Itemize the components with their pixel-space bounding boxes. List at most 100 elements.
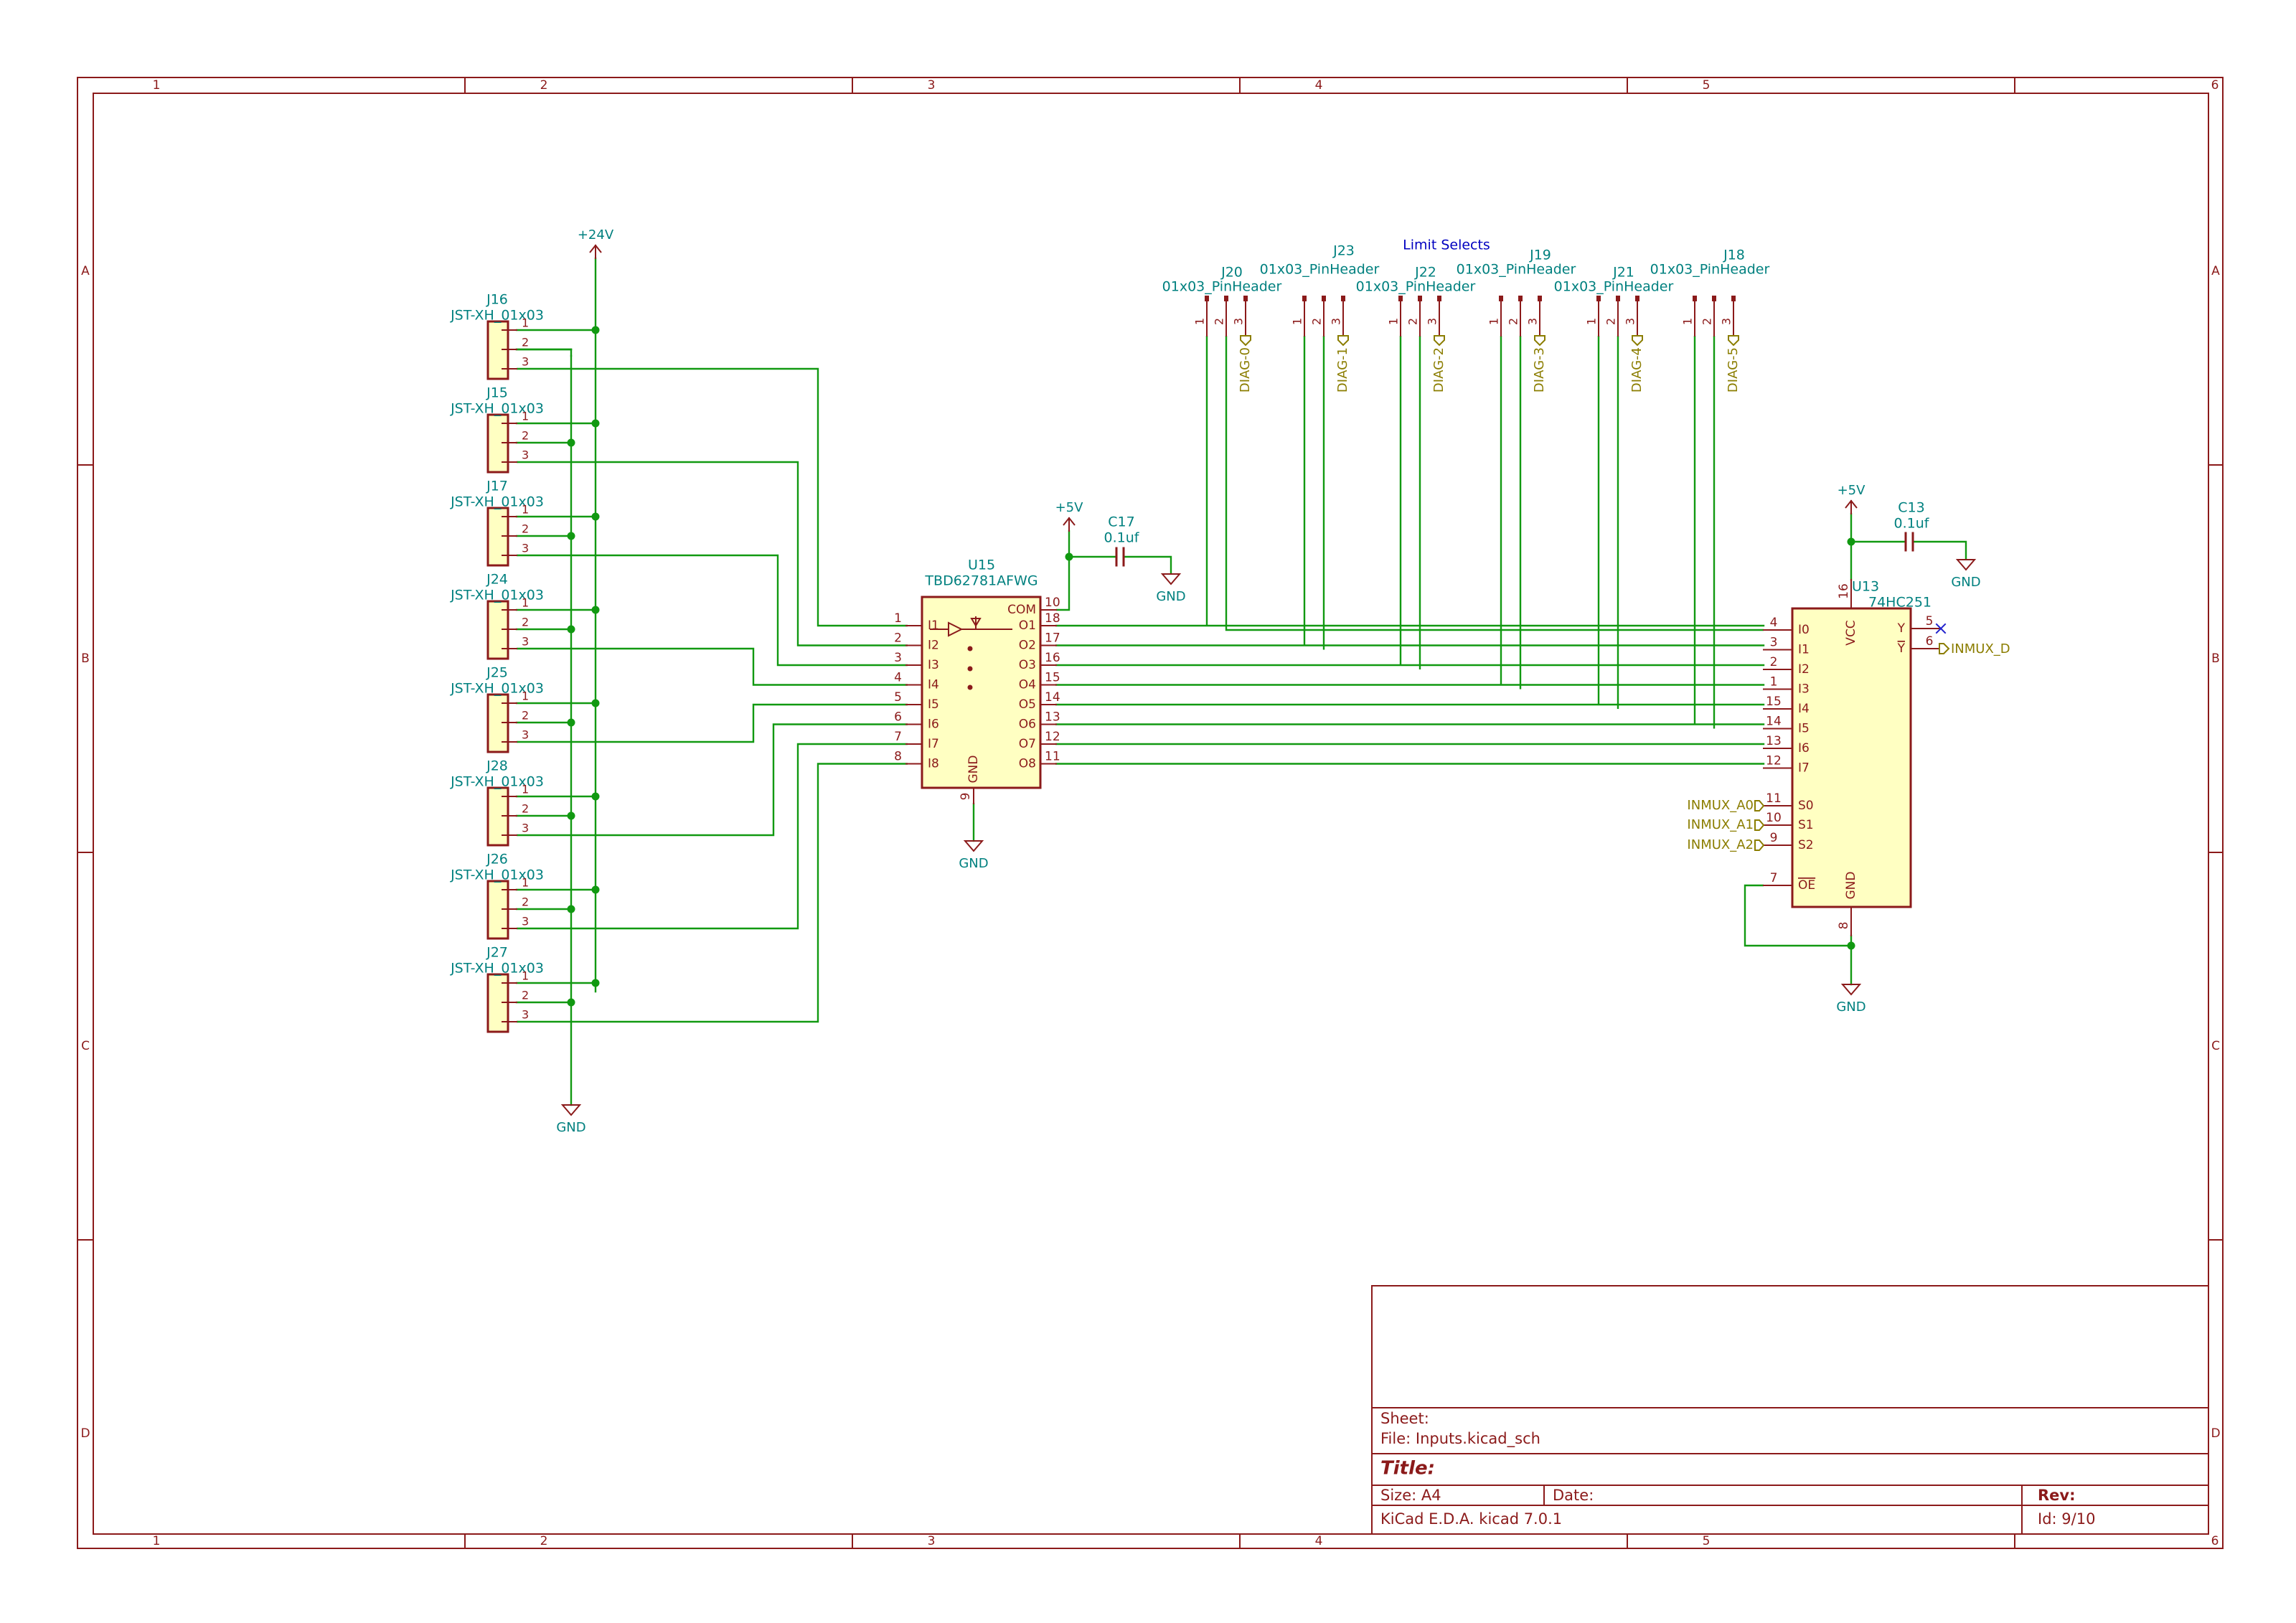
jst-pin-number: 2	[522, 709, 529, 723]
hier-label: INMUX_A2	[1687, 837, 1754, 852]
header-pin-marker	[1635, 296, 1639, 301]
header-pin-marker	[1341, 296, 1345, 301]
junction-dot	[567, 812, 575, 820]
header-pin-number: 2	[1507, 318, 1520, 325]
title-block: Sheet:File: Inputs.kicad_schTitle:Size: …	[1371, 1285, 2209, 1535]
power-arrow	[1845, 499, 1858, 509]
jst-ref: J17	[486, 479, 508, 494]
u13-pin-number: 5	[1926, 614, 1934, 629]
u13-pin-number: 4	[1770, 616, 1778, 630]
pin-header-value: 01x03_PinHeader	[1457, 262, 1576, 278]
jst-pin-number: 2	[522, 802, 529, 816]
jst-pin-number: 1	[522, 596, 529, 610]
hier-label: INMUX_A1	[1687, 817, 1754, 832]
u15-pin-name: O5	[1019, 697, 1036, 712]
title-block-sheet: Sheet:	[1380, 1410, 1429, 1427]
u13-body	[1791, 607, 1912, 908]
frame-row-label: C	[2211, 1039, 2220, 1053]
u15-pin-name: I5	[928, 697, 939, 712]
header-pin-marker	[1538, 296, 1542, 301]
jst-ref: J15	[486, 385, 508, 401]
ground-symbol	[1160, 573, 1182, 585]
junction-dot	[591, 419, 600, 428]
hier-label-flag	[1434, 335, 1445, 347]
pin-header-ref: J21	[1612, 265, 1634, 281]
wire-input	[517, 554, 908, 667]
header-pin-number: 3	[1330, 318, 1343, 325]
ellipsis-dot	[967, 685, 973, 690]
u13-pin-name: S0	[1798, 799, 1814, 813]
u15-pin-name: I2	[928, 639, 939, 653]
u15-pin-number: 2	[894, 631, 902, 646]
hier-label: INMUX_D	[1951, 641, 2010, 657]
hier-label-flag	[1728, 335, 1739, 347]
u15-pin-number: 9	[959, 793, 973, 801]
u15-gnd-label: GND	[966, 756, 981, 784]
hier-label-flag	[1240, 335, 1251, 347]
jst-value: JST-XH_01x03	[450, 867, 544, 883]
u15-pin-name: O1	[1019, 618, 1036, 633]
u13-pin-name: Y	[1897, 641, 1906, 656]
jst-value: JST-XH_01x03	[450, 588, 544, 603]
u15-pin-number: 5	[894, 690, 902, 705]
junction-dot	[591, 606, 600, 614]
jst-ref: J26	[486, 852, 508, 867]
u15-pin-name: I1	[928, 618, 939, 633]
frame-row-label: D	[80, 1426, 90, 1441]
diode-icon	[970, 618, 982, 627]
jst-pin-number: 2	[522, 895, 529, 909]
hier-label-flag	[1337, 335, 1349, 347]
wire-input	[517, 703, 908, 743]
u15-pin-name: O8	[1019, 757, 1036, 771]
jst-pin-number: 3	[522, 822, 529, 835]
u13-gnd-label: GND	[1844, 872, 1858, 900]
u13-pin-number: 11	[1766, 791, 1782, 806]
ellipsis-dot	[967, 666, 973, 672]
header-pin-marker	[1499, 296, 1503, 301]
jst-pin-number: 2	[522, 336, 529, 349]
pin-header-ref: J20	[1220, 265, 1243, 281]
u15-pin-name: I8	[928, 757, 939, 771]
jst-pin-number: 1	[522, 410, 529, 423]
jst-pin-number: 1	[522, 876, 529, 890]
u15-com-label: COM	[1007, 603, 1036, 617]
pin-header-value: 01x03_PinHeader	[1650, 262, 1770, 278]
jst-ref: J25	[486, 665, 508, 681]
diag-label: DIAG-5	[1726, 347, 1741, 392]
junction-dot	[567, 438, 575, 447]
pin-header-ref: J23	[1332, 243, 1355, 259]
frame-column-label: 1	[153, 78, 161, 93]
u13-pin-name: I6	[1798, 741, 1810, 756]
u15-pin-number: 14	[1045, 690, 1060, 705]
header-pin-number: 1	[1585, 318, 1599, 325]
u15-pin-number: 7	[894, 730, 902, 744]
frame-row-label: A	[81, 264, 90, 278]
u13-pin-number: 14	[1766, 715, 1782, 729]
u13-pin-name: OE	[1798, 878, 1815, 893]
frame-column-label: 6	[2211, 78, 2219, 93]
u13-pin-name: S1	[1798, 818, 1814, 832]
u15-pin-number: 3	[894, 651, 902, 665]
pin-header-value: 01x03_PinHeader	[1260, 262, 1380, 278]
u15-pin-name: O3	[1019, 658, 1036, 672]
wire-oe	[1744, 884, 1851, 947]
u15-pin-number: 16	[1045, 651, 1060, 665]
hier-label-flag	[1534, 335, 1545, 347]
diag-label: DIAG-2	[1431, 347, 1446, 392]
jst-pin-number: 2	[522, 989, 529, 1002]
header-pin-number: 1	[1681, 318, 1695, 325]
wire-input	[517, 461, 908, 646]
ground-label: GND	[959, 856, 988, 871]
no-connect-icon	[1935, 623, 1947, 634]
frame-row-label: D	[2211, 1426, 2220, 1441]
frame-column-label: 3	[928, 78, 936, 93]
hier-label-flag	[1632, 335, 1643, 347]
u15-pin-name: O6	[1019, 718, 1036, 732]
power-label: +5V	[1838, 483, 1866, 498]
header-pin-number: 1	[1291, 318, 1304, 325]
hier-label-flag	[1939, 643, 1950, 654]
junction-dot	[567, 998, 575, 1007]
jst-pin-number: 1	[522, 503, 529, 517]
jst-pin-number: 1	[522, 969, 529, 983]
junction-dot	[567, 718, 575, 727]
